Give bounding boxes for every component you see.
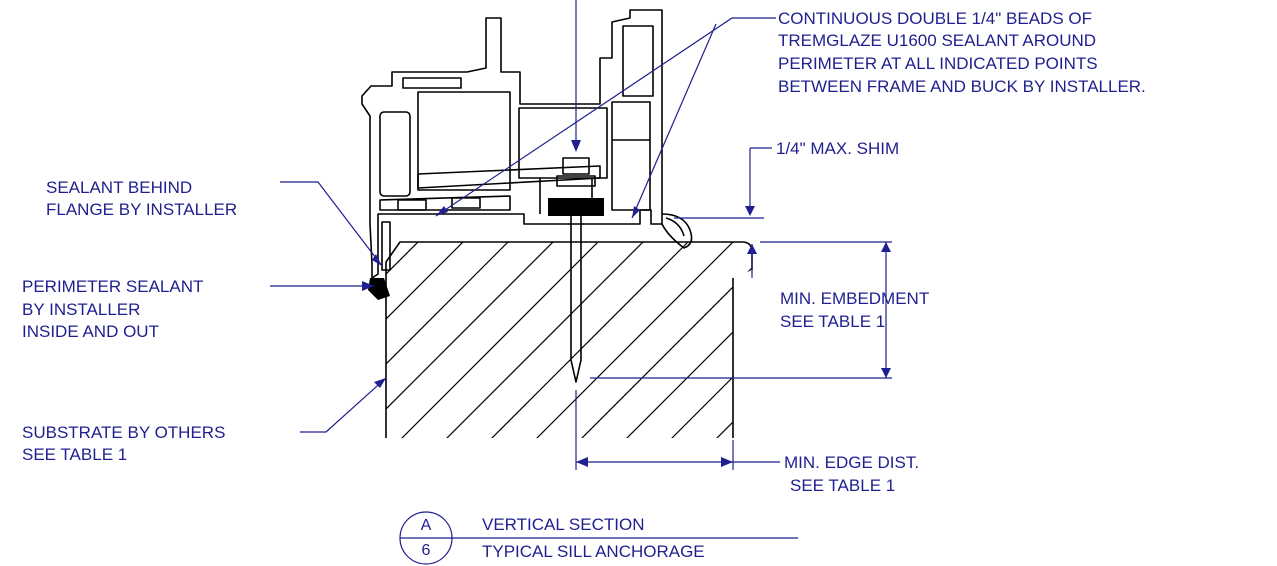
sheet-number: 6 [422, 542, 431, 559]
callout-line: SEALANT BEHIND [46, 178, 192, 197]
callout-line: FLANGE BY INSTALLER [46, 200, 237, 219]
callout-line: SUBSTRATE BY OTHERS [22, 423, 225, 442]
callout-line: INSIDE AND OUT [22, 322, 159, 341]
callout-min-edge-dist: MIN. EDGE DIST. SEE TABLE 1 [784, 453, 919, 495]
callout-line: BY INSTALLER [22, 300, 140, 319]
callout-perimeter-sealant: PERIMETER SEALANT BY INSTALLER INSIDE AN… [22, 277, 203, 341]
callout-line: CONTINUOUS DOUBLE 1/4" BEADS OF [778, 9, 1092, 28]
substrate [385, 241, 753, 438]
callout-line: SEE TABLE 1 [790, 476, 895, 495]
detail-letter: A [421, 517, 432, 534]
callout-line: SEE TABLE 1 [780, 312, 885, 331]
shim-block [548, 198, 604, 216]
callout-line: BETWEEN FRAME AND BUCK BY INSTALLER. [778, 77, 1146, 96]
detail-title-block: A 6 VERTICAL SECTION TYPICAL SILL ANCHOR… [399, 511, 798, 565]
callout-sealant-behind-flange: SEALANT BEHIND FLANGE BY INSTALLER [46, 178, 237, 219]
callout-max-shim: 1/4" MAX. SHIM [776, 139, 899, 158]
substrate-hatch [386, 242, 752, 438]
callout-line: MIN. EMBEDMENT [780, 289, 929, 308]
view-title: VERTICAL SECTION [482, 515, 644, 534]
leader-lines [270, 17, 892, 470]
callout-line: PERIMETER AT ALL INDICATED POINTS [778, 54, 1098, 73]
callout-line: TREMGLAZE U1600 SEALANT AROUND [778, 31, 1096, 50]
callout-line: MIN. EDGE DIST. [784, 453, 919, 472]
callout-line: SEE TABLE 1 [22, 445, 127, 464]
sill-frame-profile [361, 9, 693, 300]
callout-substrate: SUBSTRATE BY OTHERS SEE TABLE 1 [22, 423, 225, 464]
callout-sealant-beads: CONTINUOUS DOUBLE 1/4" BEADS OF TREMGLAZ… [778, 9, 1146, 96]
perimeter-sealant-bead [368, 278, 390, 300]
callout-line: PERIMETER SEALANT [22, 277, 203, 296]
view-subtitle: TYPICAL SILL ANCHORAGE [482, 542, 705, 561]
anchor-fastener [570, 0, 582, 383]
callout-min-embedment: MIN. EMBEDMENT SEE TABLE 1 [780, 289, 929, 331]
